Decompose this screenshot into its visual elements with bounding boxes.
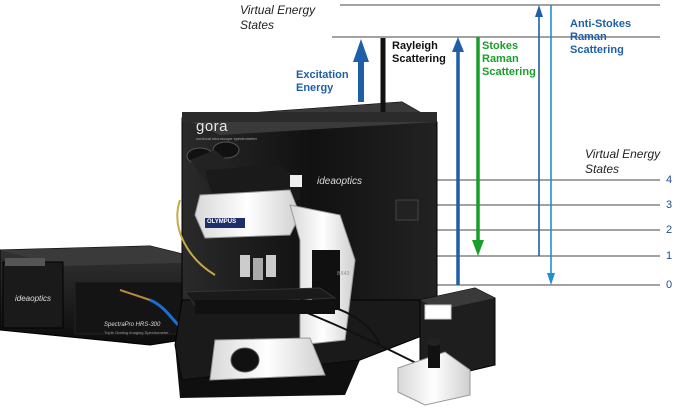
olympus-logo: OLYMPUS [207,219,237,225]
spectrometer [0,245,216,346]
controller-unit [397,287,496,406]
excitation-energy-label: Excitation Energy [296,69,349,94]
rayleigh-scattering-label: Rayleigh Scattering [392,40,446,65]
microscope [176,141,421,381]
level-2-number: 2 [666,224,673,236]
ideaoptics-case-logo: ideaoptics [317,176,363,187]
anti-stokes-up-head [535,5,543,17]
spectrapro-label: SpectraPro HRS-300 [104,322,161,328]
level-1-number: 1 [666,250,673,262]
ideaoptics-spectrometer-logo: ideaoptics [15,294,52,303]
spectrapro-sublabel: Triple Grating Imaging Spectrometer [104,330,169,335]
microscope-model-label: BX43 [337,271,350,277]
excitation-arrow-head [353,39,369,62]
anti-stokes-down-head [547,273,555,285]
level-3-number: 3 [666,199,673,211]
gora-logo: gora [196,118,229,135]
stokes-arrow-head [472,240,484,256]
anti-stokes-raman-label: Anti-Stokes Raman Scattering [570,18,632,56]
level-0-number: 0 [666,279,673,291]
gora-subtitle: confocal microscope spectrometer [196,136,257,141]
virtual-states-label-top: Virtual Energy States [240,3,316,32]
virtual-states-label-right: Virtual Energy States [585,147,661,176]
level-4-number: 4 [666,174,673,186]
raman-blue-arrow-head [452,37,464,52]
stokes-raman-label: Stokes Raman Scattering [482,40,536,78]
